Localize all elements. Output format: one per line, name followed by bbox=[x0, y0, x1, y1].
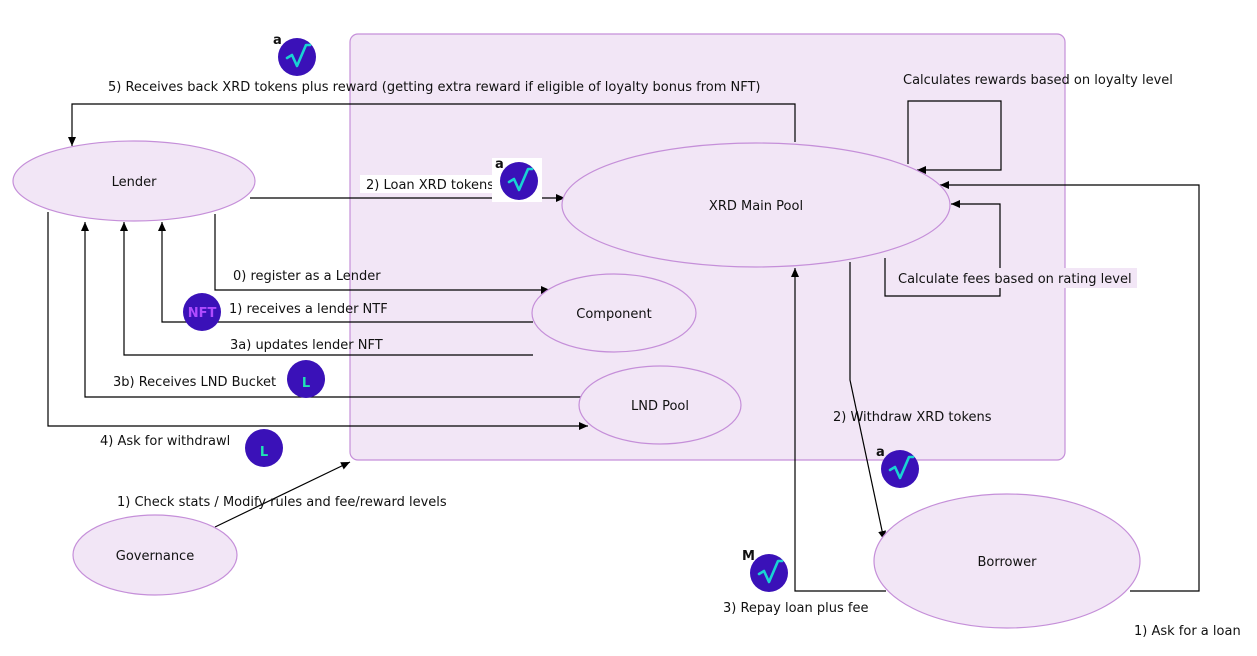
xrd-token-icon: a bbox=[273, 33, 316, 76]
node-lender: Lender bbox=[12, 140, 256, 222]
xrd-token-icon: a bbox=[876, 445, 919, 488]
edge-ask-withdraw bbox=[47, 212, 588, 430]
lnd-token-icon: L bbox=[245, 429, 283, 467]
label-repay: 3) Repay loan plus fee bbox=[723, 601, 868, 616]
svg-text:a: a bbox=[273, 33, 282, 48]
edge-withdraw-xrd bbox=[849, 262, 887, 541]
svg-text:a: a bbox=[876, 445, 885, 460]
node-governance-label: Governance bbox=[116, 549, 194, 564]
label-calc-fees: Calculate fees based on rating level bbox=[898, 272, 1132, 287]
node-borrower-label: Borrower bbox=[978, 555, 1038, 570]
label-receives-lnd: 3b) Receives LND Bucket bbox=[113, 375, 276, 390]
edge-check-stats bbox=[214, 461, 351, 528]
svg-text:L: L bbox=[260, 445, 268, 460]
label-updates-nft: 3a) updates lender NFT bbox=[230, 338, 383, 353]
edge-receives-lnd bbox=[81, 222, 581, 398]
xrd-token-icon: M bbox=[742, 549, 788, 592]
node-component-label: Component bbox=[576, 307, 651, 322]
label-loan-xrd: 2) Loan XRD tokens bbox=[366, 178, 494, 193]
node-lnd-pool-label: LND Pool bbox=[631, 399, 689, 414]
edge-calc-rewards bbox=[907, 100, 1002, 174]
label-register: 0) register as a Lender bbox=[233, 269, 381, 284]
node-borrower: Borrower bbox=[873, 493, 1141, 629]
label-check-stats: 1) Check stats / Modify rules and fee/re… bbox=[117, 495, 447, 510]
label-receives-back: 5) Receives back XRD tokens plus reward … bbox=[108, 80, 761, 95]
node-lender-label: Lender bbox=[112, 175, 158, 190]
edge-calc-fees bbox=[884, 200, 1001, 297]
label-ask-withdraw: 4) Ask for withdrawl bbox=[100, 434, 230, 449]
node-xrd-main-pool: XRD Main Pool bbox=[561, 142, 951, 268]
svg-text:NFT: NFT bbox=[188, 306, 217, 321]
lnd-token-icon: L bbox=[287, 360, 325, 398]
edge-repay bbox=[791, 268, 886, 592]
node-governance: Governance bbox=[72, 514, 238, 596]
svg-text:a: a bbox=[495, 157, 504, 172]
label-withdraw-xrd: 2) Withdraw XRD tokens bbox=[833, 410, 992, 425]
label-ask-loan: 1) Ask for a loan bbox=[1134, 624, 1241, 639]
edge-updates-nft bbox=[120, 222, 533, 356]
svg-text:L: L bbox=[302, 376, 310, 391]
node-xrd-main-pool-label: XRD Main Pool bbox=[709, 199, 803, 214]
node-lnd-pool: LND Pool bbox=[578, 365, 742, 445]
node-component: Component bbox=[531, 273, 697, 353]
edge-receives-back bbox=[68, 103, 796, 146]
label-calc-rewards: Calculates rewards based on loyalty leve… bbox=[903, 73, 1173, 88]
nft-icon: NFT bbox=[183, 293, 221, 331]
edge-receives-nft bbox=[158, 222, 533, 323]
edge-register bbox=[214, 214, 550, 294]
edge-ask-loan bbox=[940, 181, 1200, 592]
xrd-token-icon: a bbox=[495, 157, 538, 200]
svg-text:M: M bbox=[742, 549, 755, 564]
label-receives-nft: 1) receives a lender NTF bbox=[229, 302, 388, 317]
